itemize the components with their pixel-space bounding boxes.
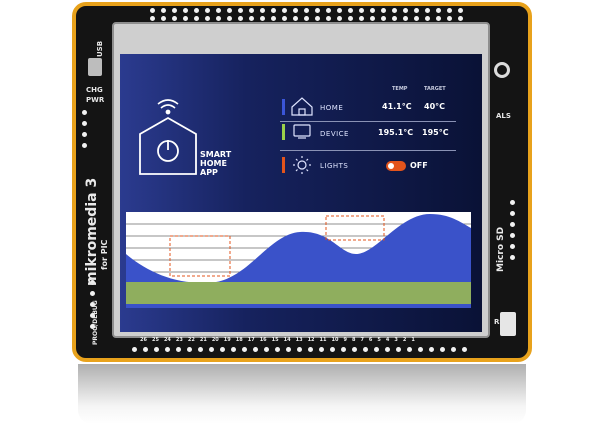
app-title-line-1: SMART — [200, 150, 232, 159]
row-home-temp: 41.1°C — [382, 102, 412, 111]
reset-button[interactable] — [500, 312, 516, 336]
home-color-bar — [282, 99, 285, 115]
house-power-icon — [139, 116, 197, 175]
brand-subtitle: for PIC — [100, 239, 109, 270]
prog-debug-label: PROG/DEBUG — [92, 300, 99, 345]
left-pin-header-lower — [90, 280, 95, 329]
board-reflection — [78, 364, 526, 424]
device-color-bar — [282, 124, 285, 140]
app-title: SMART HOME APP — [200, 150, 231, 177]
row-home-target: 40°C — [424, 102, 446, 111]
microsd-label: Micro SD — [496, 226, 506, 272]
toggle-knob — [388, 163, 394, 169]
app-title-line-3: APP — [200, 168, 218, 177]
row-device-target: 195°C — [422, 128, 449, 137]
pwr-label: PWR — [86, 96, 105, 104]
sun-icon — [293, 156, 311, 174]
top-pin-header — [150, 8, 463, 13]
wifi-icon — [157, 99, 179, 115]
usb-label: USB — [96, 40, 105, 58]
row-device-label: DEVICE — [320, 130, 349, 138]
temp-header: TEMP — [392, 86, 408, 92]
smart-home-graphics — [126, 97, 471, 308]
top-pin-header-2 — [150, 16, 463, 21]
lights-color-bar — [282, 157, 285, 173]
bottom-pin-header — [132, 347, 467, 352]
headphone-icon — [494, 62, 510, 78]
row-home-label: HOME — [320, 104, 344, 112]
highlight-box-2 — [325, 215, 385, 241]
lcd-screen[interactable]: SMART HOME APP TEMP TARGET HOME 41.1°C 4… — [120, 54, 482, 332]
row-divider-1 — [280, 121, 456, 122]
row-divider-2 — [280, 150, 456, 151]
row-lights-label: LIGHTS — [320, 162, 349, 170]
lights-state: OFF — [410, 161, 428, 170]
als-label: ALS — [496, 112, 511, 120]
left-pin-header — [82, 110, 87, 148]
brand-name: mikromedia 3 — [84, 177, 100, 286]
home-icon — [291, 97, 313, 116]
chg-label: CHG — [86, 86, 103, 94]
lights-toggle[interactable] — [386, 161, 406, 171]
usb-port — [88, 58, 102, 76]
app-title-line-2: HOME — [200, 159, 227, 168]
green-band — [126, 282, 471, 304]
row-device-temp: 195.1°C — [378, 128, 414, 137]
highlight-box-1 — [169, 235, 231, 277]
device-icon — [293, 124, 311, 139]
right-pin-header — [510, 200, 515, 260]
target-header: TARGET — [424, 86, 446, 92]
